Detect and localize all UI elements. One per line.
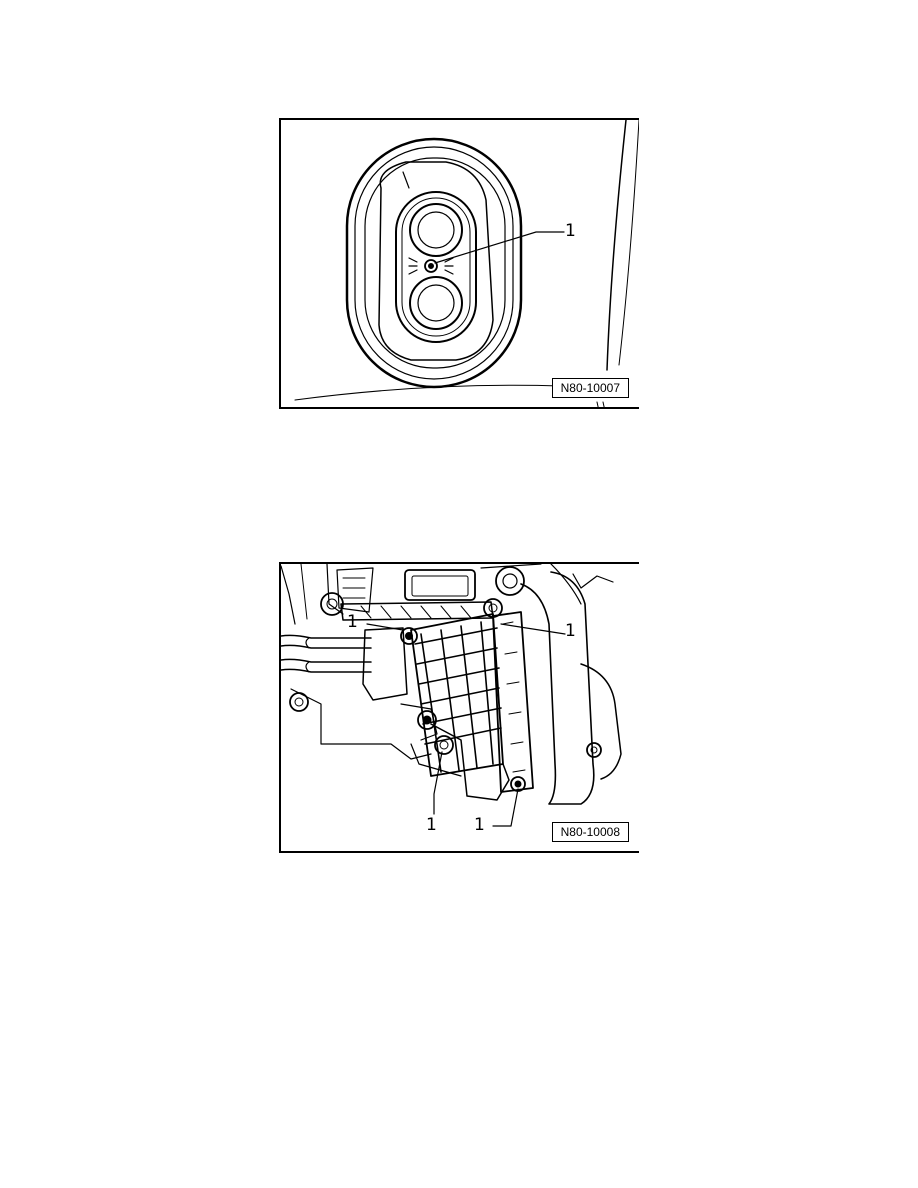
- figure-n80-10008: 1 1 1 1 N80-10008: [279, 562, 639, 853]
- callout-label: 1: [474, 815, 485, 835]
- callout-label: 1: [565, 221, 576, 241]
- illustration-grommet-drain-valve: [294, 120, 639, 407]
- callout-label: 1: [565, 621, 576, 641]
- callout-label: 1: [347, 612, 358, 632]
- callout-label: 1: [426, 815, 437, 835]
- figure-id-label: N80-10008: [551, 822, 629, 842]
- figure-n80-10007: 1 N80-10007: [279, 118, 639, 409]
- illustration-air-distribution-housing: [281, 564, 622, 827]
- figure-id-label: N80-10007: [551, 378, 629, 398]
